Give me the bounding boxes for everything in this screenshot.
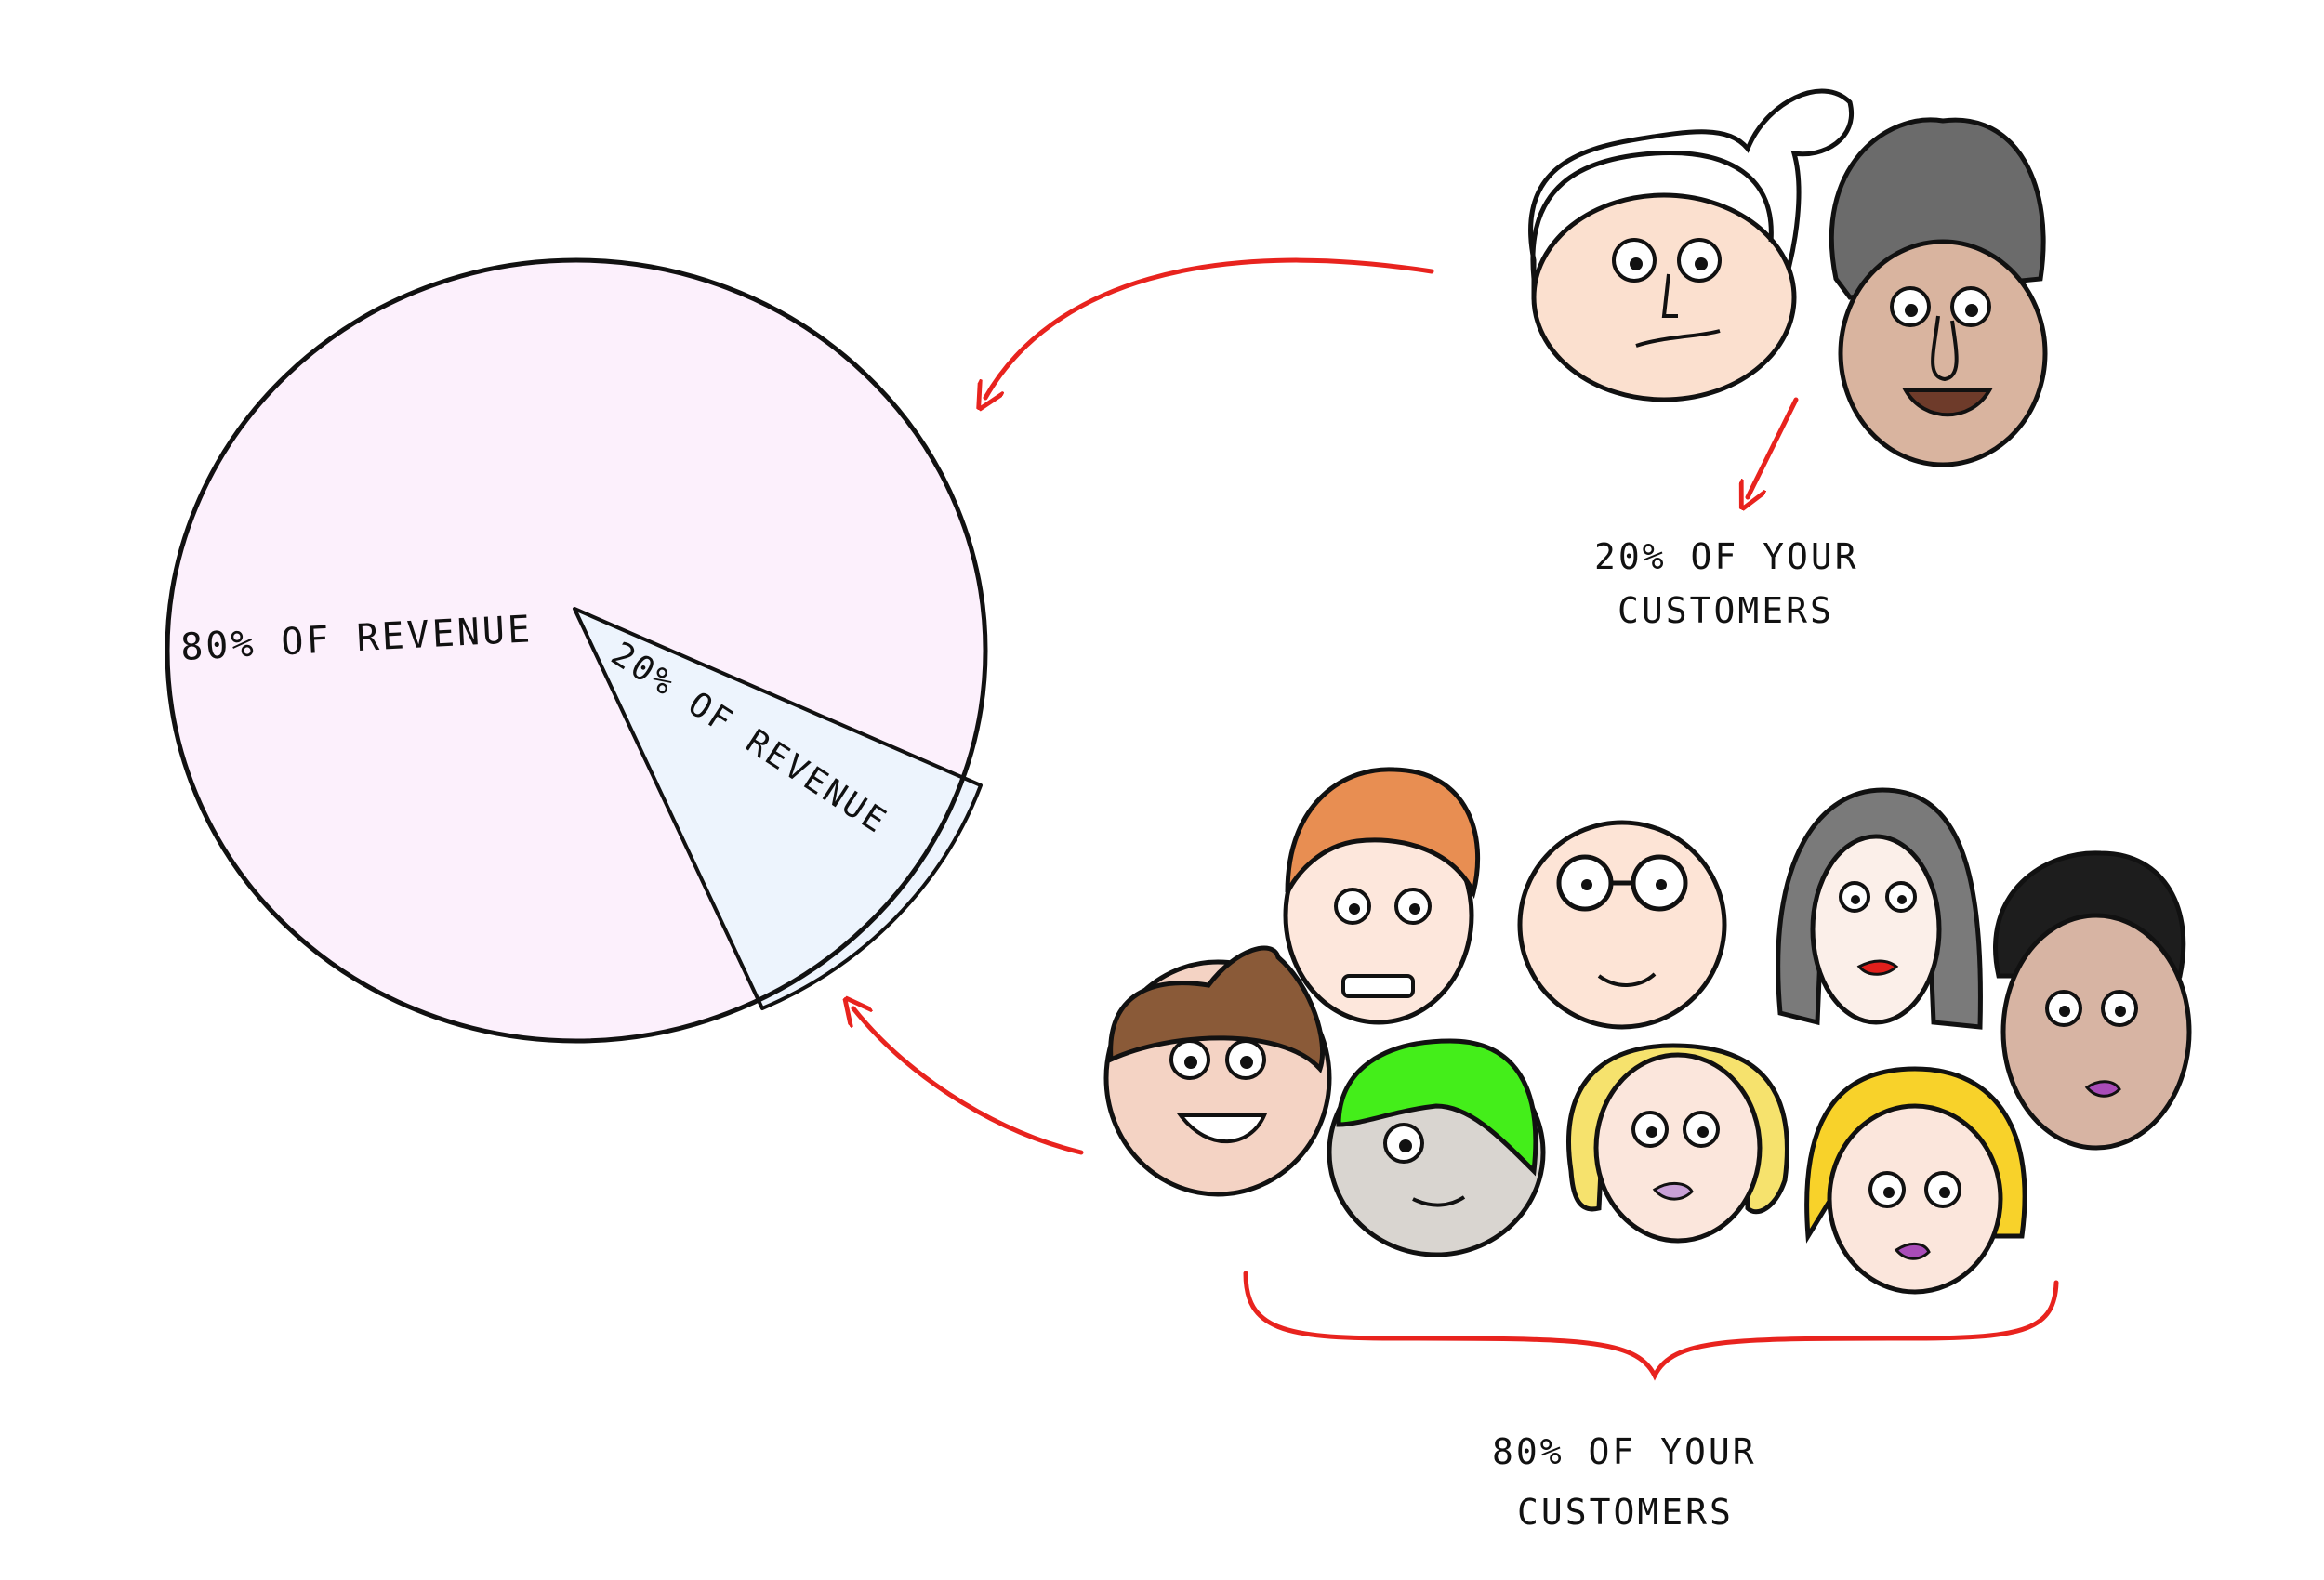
bottom-customer-faces [1103, 767, 2192, 1295]
face-long-grey-hair [1776, 787, 1983, 1030]
pie-outline [165, 257, 988, 1044]
top-caption-line2: CUSTOMERS [1618, 590, 1834, 631]
bottom-arrow [853, 1008, 1084, 1155]
top-customer-faces [1528, 88, 2048, 467]
face-grey-hair [1829, 117, 2048, 467]
face-yellow-hair [1804, 1066, 2027, 1295]
face-black-curly-hair [1993, 850, 2192, 1151]
face-ginger-hair [1283, 767, 1481, 1025]
bottom-caption-line1: 80% OF YOUR [1492, 1431, 1757, 1472]
caption-arrow [1748, 397, 1799, 497]
bottom-caption: 80% OF YOUR CUSTOMERS [1492, 1431, 1757, 1533]
face-bald-glasses [1517, 820, 1727, 1030]
pie-small-slice [573, 607, 983, 1010]
bottom-caption-line2: CUSTOMERS [1517, 1492, 1734, 1533]
face-brown-quiff [1103, 945, 1332, 1197]
arrows [853, 257, 1799, 1155]
curly-brace [1243, 1271, 2059, 1381]
face-white-hair [1528, 88, 1855, 402]
face-green-hair [1327, 1038, 1546, 1257]
top-caption-line1: 20% OF YOUR [1594, 536, 1859, 577]
face-blonde-bob [1566, 1043, 1789, 1244]
top-caption: 20% OF YOUR CUSTOMERS [1594, 536, 1859, 631]
top-arrow [985, 257, 1434, 398]
revenue-pie-chart: 80% OF REVENUE 20% OF REVENUE [165, 257, 988, 1044]
